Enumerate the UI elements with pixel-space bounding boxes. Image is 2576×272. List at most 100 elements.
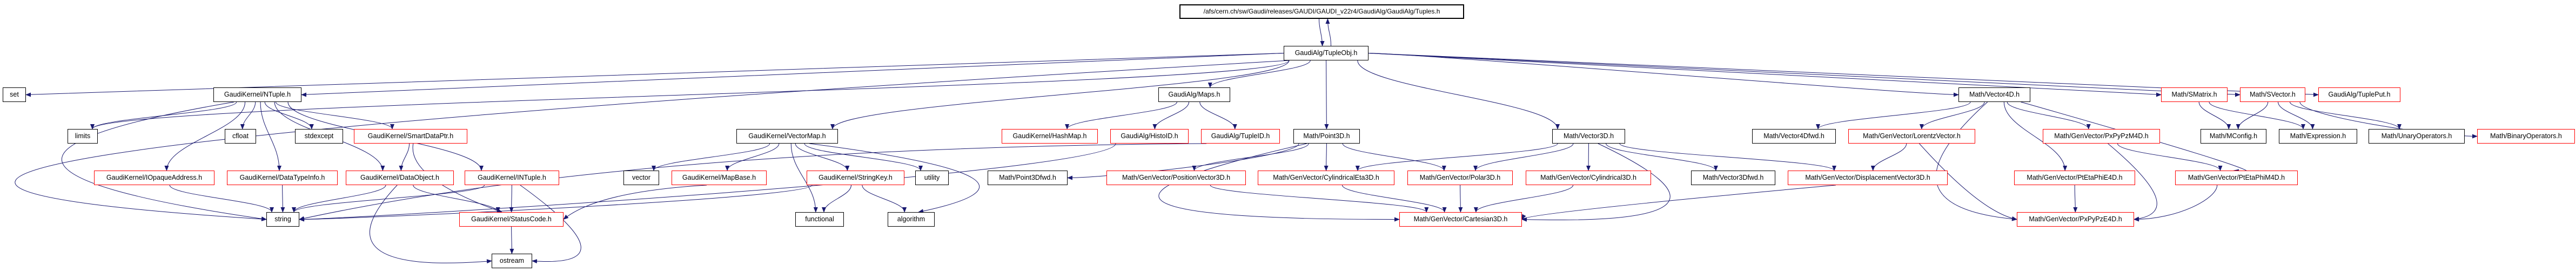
edge-maps-tupleid (1199, 101, 1237, 130)
edge-lorentzvector-displacementvector3d (1870, 143, 1907, 171)
graph-node-lorentzvector[interactable]: Math/GenVector/LorentzVector.h (1848, 129, 1975, 144)
edge-tupleobj-vector3d (1357, 60, 1560, 130)
graph-node-unaryops[interactable]: Math/UnaryOperators.h (2369, 129, 2465, 144)
edge-tupleobj-vector4d (1368, 53, 1959, 97)
edge-vector4d-vector4dfwd (1816, 101, 1971, 130)
graph-node-vector3d[interactable]: Math/Vector3D.h (1552, 129, 1625, 144)
graph-node-stdexcept: stdexcept (295, 129, 343, 144)
edge-ntuple-string (61, 101, 267, 221)
edge-vector4d-pxpypze4d (1936, 101, 2017, 221)
edge-tupleobj-maps (1208, 60, 1311, 88)
graph-node-limits: limits (68, 129, 98, 144)
graph-node-point3d[interactable]: Math/Point3D.h (1293, 129, 1360, 144)
edge-vector3d-vector3dfwd (1606, 143, 1718, 171)
graph-node-cfloat: cfloat (225, 129, 256, 144)
graph-node-tupleid[interactable]: GaudiAlg/TupleID.h (1201, 129, 1280, 144)
edge-cylindrical3d-cartesian3d (1473, 185, 1574, 213)
edge-tupleobj-svector (1368, 53, 2240, 97)
graph-node-datatypeinfo[interactable]: GaudiKernel/DataTypeInfo.h (227, 171, 338, 185)
edge-iopaque-string (169, 185, 274, 213)
graph-node-ptetaphie4d[interactable]: Math/GenVector/PtEtaPhiE4D.h (2014, 171, 2135, 185)
graph-node-smatrix[interactable]: Math/SMatrix.h (2161, 87, 2228, 102)
edge-vector4d-lorentzvector (1919, 101, 1985, 130)
graph-node-tupleobj[interactable]: GaudiAlg/TupleObj.h (1284, 46, 1369, 60)
edge-tupleobj-string (15, 60, 1290, 221)
graph-node-utility: utility (915, 171, 949, 185)
edge-dataobject-statuscode (413, 185, 500, 213)
edge-vector3d-displacementvector3d (1619, 143, 1836, 171)
edge-tupleobj-ntuple (301, 53, 1284, 97)
graph-node-histoid[interactable]: GaudiAlg/HistoID.h (1110, 129, 1189, 144)
graph-node-mconfig[interactable]: Math/MConfig.h (2201, 129, 2266, 144)
edge-displacementvector3d-cartesian3d (1521, 185, 1836, 220)
graph-node-stringkey[interactable]: GaudiKernel/StringKey.h (807, 171, 904, 185)
edge-ptetaphim4d-pxpypze4d (2134, 185, 2218, 222)
graph-node-ostream: ostream (492, 254, 532, 268)
edge-vector3d-cylindricaleta3d (1355, 143, 1558, 171)
graph-node-polar3d[interactable]: Math/GenVector/Polar3D.h (1407, 171, 1513, 185)
graph-node-cylindrical3d[interactable]: Math/GenVector/Cylindrical3D.h (1526, 171, 1651, 185)
edge-tupleobj-top (1325, 18, 1332, 46)
edge-ntuple-cfloat (240, 101, 256, 130)
edge-stringkey-algorithm (862, 185, 907, 213)
graph-node-iopaque[interactable]: GaudiKernel/IOpaqueAddress.h (94, 171, 214, 185)
graph-node-ptetaphim4d[interactable]: Math/GenVector/PtEtaPhiM4D.h (2175, 171, 2298, 185)
edge-polar3d-cartesian3d (1458, 185, 1463, 213)
edge-mapbase-statuscode (563, 185, 707, 220)
edge-vector4d-ptetaphie4d (2003, 101, 2068, 171)
graph-node-cartesian3d[interactable]: Math/GenVector/Cartesian3D.h (1399, 212, 1522, 227)
edge-ntuple-iopaque (164, 101, 246, 171)
edge-vectormap-mapbase (725, 143, 780, 171)
graph-node-vector3dfwd[interactable]: Math/Vector3Dfwd.h (1691, 171, 1775, 185)
graph-node-dataobject[interactable]: GaudiKernel/DataObject.h (346, 171, 454, 185)
graph-node-displacementvector3d[interactable]: Math/GenVector/DisplacementVector3D.h (1788, 171, 1948, 185)
edge-stringkey-functional (822, 185, 852, 213)
graph-node-vector4dfwd[interactable]: Math/Vector4Dfwd.h (1752, 129, 1836, 144)
edge-maps-hashmap (1065, 101, 1177, 130)
edge-vectormap-vector (652, 143, 770, 171)
edge-stringkey-string (299, 185, 813, 222)
graph-node-functional: functional (795, 212, 844, 227)
edge-lorentzvector-pxpypze4d (1919, 143, 2017, 221)
edge-tupleobj-smatrix (1368, 53, 2162, 97)
edge-maps-histoid (1152, 101, 1190, 130)
edge-positionvector3d-cartesian3d (1210, 185, 1429, 213)
graph-node-hashmap[interactable]: GaudiKernel/HashMap.h (1002, 129, 1098, 144)
edge-pxpypzm4d-ptetaphim4d (2117, 143, 2223, 171)
graph-node-string: string (266, 212, 299, 227)
graph-node-svector[interactable]: Math/SVector.h (2240, 87, 2305, 102)
graph-node-cylindricaleta3d[interactable]: Math/GenVector/CylindricalEta3D.h (1258, 171, 1394, 185)
edge-ntuple-smartdataptr (276, 101, 394, 130)
graph-node-top: /afs/cern.ch/sw/Gaudi/releases/GAUDI/GAU… (1179, 4, 1464, 19)
edge-vector4d-pxpypzm4d (2007, 101, 2091, 130)
graph-node-vector4d[interactable]: Math/Vector4D.h (1958, 87, 2030, 102)
graph-node-mapbase[interactable]: GaudiKernel/MapBase.h (672, 171, 767, 185)
edge-svector-expression (2278, 101, 2315, 130)
edge-dataobject-string (292, 185, 386, 213)
graph-node-maps[interactable]: GaudiAlg/Maps.h (1158, 87, 1230, 102)
edge-vectormap-algorithm (809, 143, 980, 214)
edge-tupleid-string (299, 143, 1207, 221)
graph-node-point3dfwd[interactable]: Math/Point3Dfwd.h (988, 171, 1068, 185)
edge-smatrix-expression (2209, 101, 2305, 130)
graph-node-pxpypze4d[interactable]: Math/GenVector/PxPyPzE4D.h (2017, 212, 2134, 227)
graph-node-statuscode[interactable]: GaudiKernel/StatusCode.h (459, 212, 564, 227)
graph-node-tupleput[interactable]: GaudiAlg/TuplePut.h (2318, 87, 2400, 102)
graph-node-positionvector3d[interactable]: Math/GenVector/PositionVector3D.h (1106, 171, 1246, 185)
graph-node-expression[interactable]: Math/Expression.h (2279, 129, 2357, 144)
edge-vector3d-cartesian3d (1521, 143, 1671, 222)
graph-node-pxpypzm4d[interactable]: Math/GenVector/PxPyPzM4D.h (2043, 129, 2160, 144)
edge-svector-unaryops (2289, 101, 2401, 130)
edge-pxpypzm4d-pxpypze4d (2108, 143, 2157, 221)
graph-node-smartdataptr[interactable]: GaudiKernel/SmartDataPtr.h (354, 129, 467, 144)
edge-cylindricaleta3d-cartesian3d (1341, 185, 1447, 213)
graph-node-vectormap[interactable]: GaudiKernel/VectorMap.h (736, 129, 838, 144)
edge-point3d-cylindricaleta3d (1324, 143, 1329, 171)
graph-node-intuple[interactable]: GaudiKernel/INTuple.h (465, 171, 559, 185)
graph-node-ntuple[interactable]: GaudiKernel/NTuple.h (213, 87, 301, 102)
edge-tupleobj-vectormap (830, 60, 1290, 130)
edge-point3d-point3dfwd (1067, 143, 1299, 180)
edge-vectormap-functional (790, 143, 818, 213)
graph-node-binaryops[interactable]: Math/BinaryOperators.h (2477, 129, 2575, 144)
